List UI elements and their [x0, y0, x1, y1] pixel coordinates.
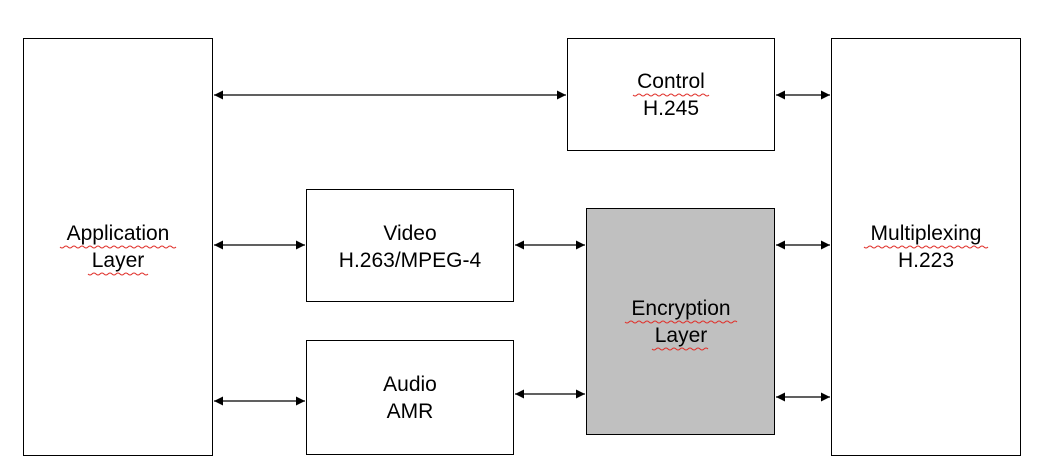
application-layer-label-line2: Layer	[92, 249, 145, 272]
control-label-line1: Control	[637, 70, 705, 93]
spellcheck-underline	[651, 347, 709, 351]
control-label-line2: H.245	[643, 97, 699, 120]
spellcheck-underline	[624, 320, 738, 324]
multiplexing-label-line2: H.223	[898, 249, 954, 272]
video-label-line1: Video	[383, 222, 436, 245]
audio-label-line1: Audio	[383, 373, 437, 396]
encryption-layer-box: Encryption Layer	[586, 208, 775, 435]
control-h245-box: Control H.245	[567, 38, 775, 151]
audio-label-line2: AMR	[387, 400, 434, 423]
spellcheck-underline	[632, 93, 710, 97]
audio-codec-box: Audio AMR	[306, 340, 514, 455]
encryption-label-line1: Encryption	[631, 297, 730, 320]
spellcheck-underline	[863, 245, 989, 249]
spellcheck-underline	[87, 272, 149, 276]
spellcheck-underline	[59, 245, 177, 249]
multiplexing-h223-box: Multiplexing H.223	[831, 38, 1021, 456]
encryption-label-line2: Layer	[655, 324, 708, 347]
connector-arrows	[214, 90, 830, 406]
multiplexing-label-line1: Multiplexing	[871, 222, 982, 245]
application-layer-box: Application Layer	[23, 38, 213, 456]
video-codec-box: Video H.263/MPEG-4	[306, 189, 514, 302]
video-label-line2: H.263/MPEG-4	[339, 249, 482, 272]
application-layer-label-line1: Application	[67, 222, 170, 245]
